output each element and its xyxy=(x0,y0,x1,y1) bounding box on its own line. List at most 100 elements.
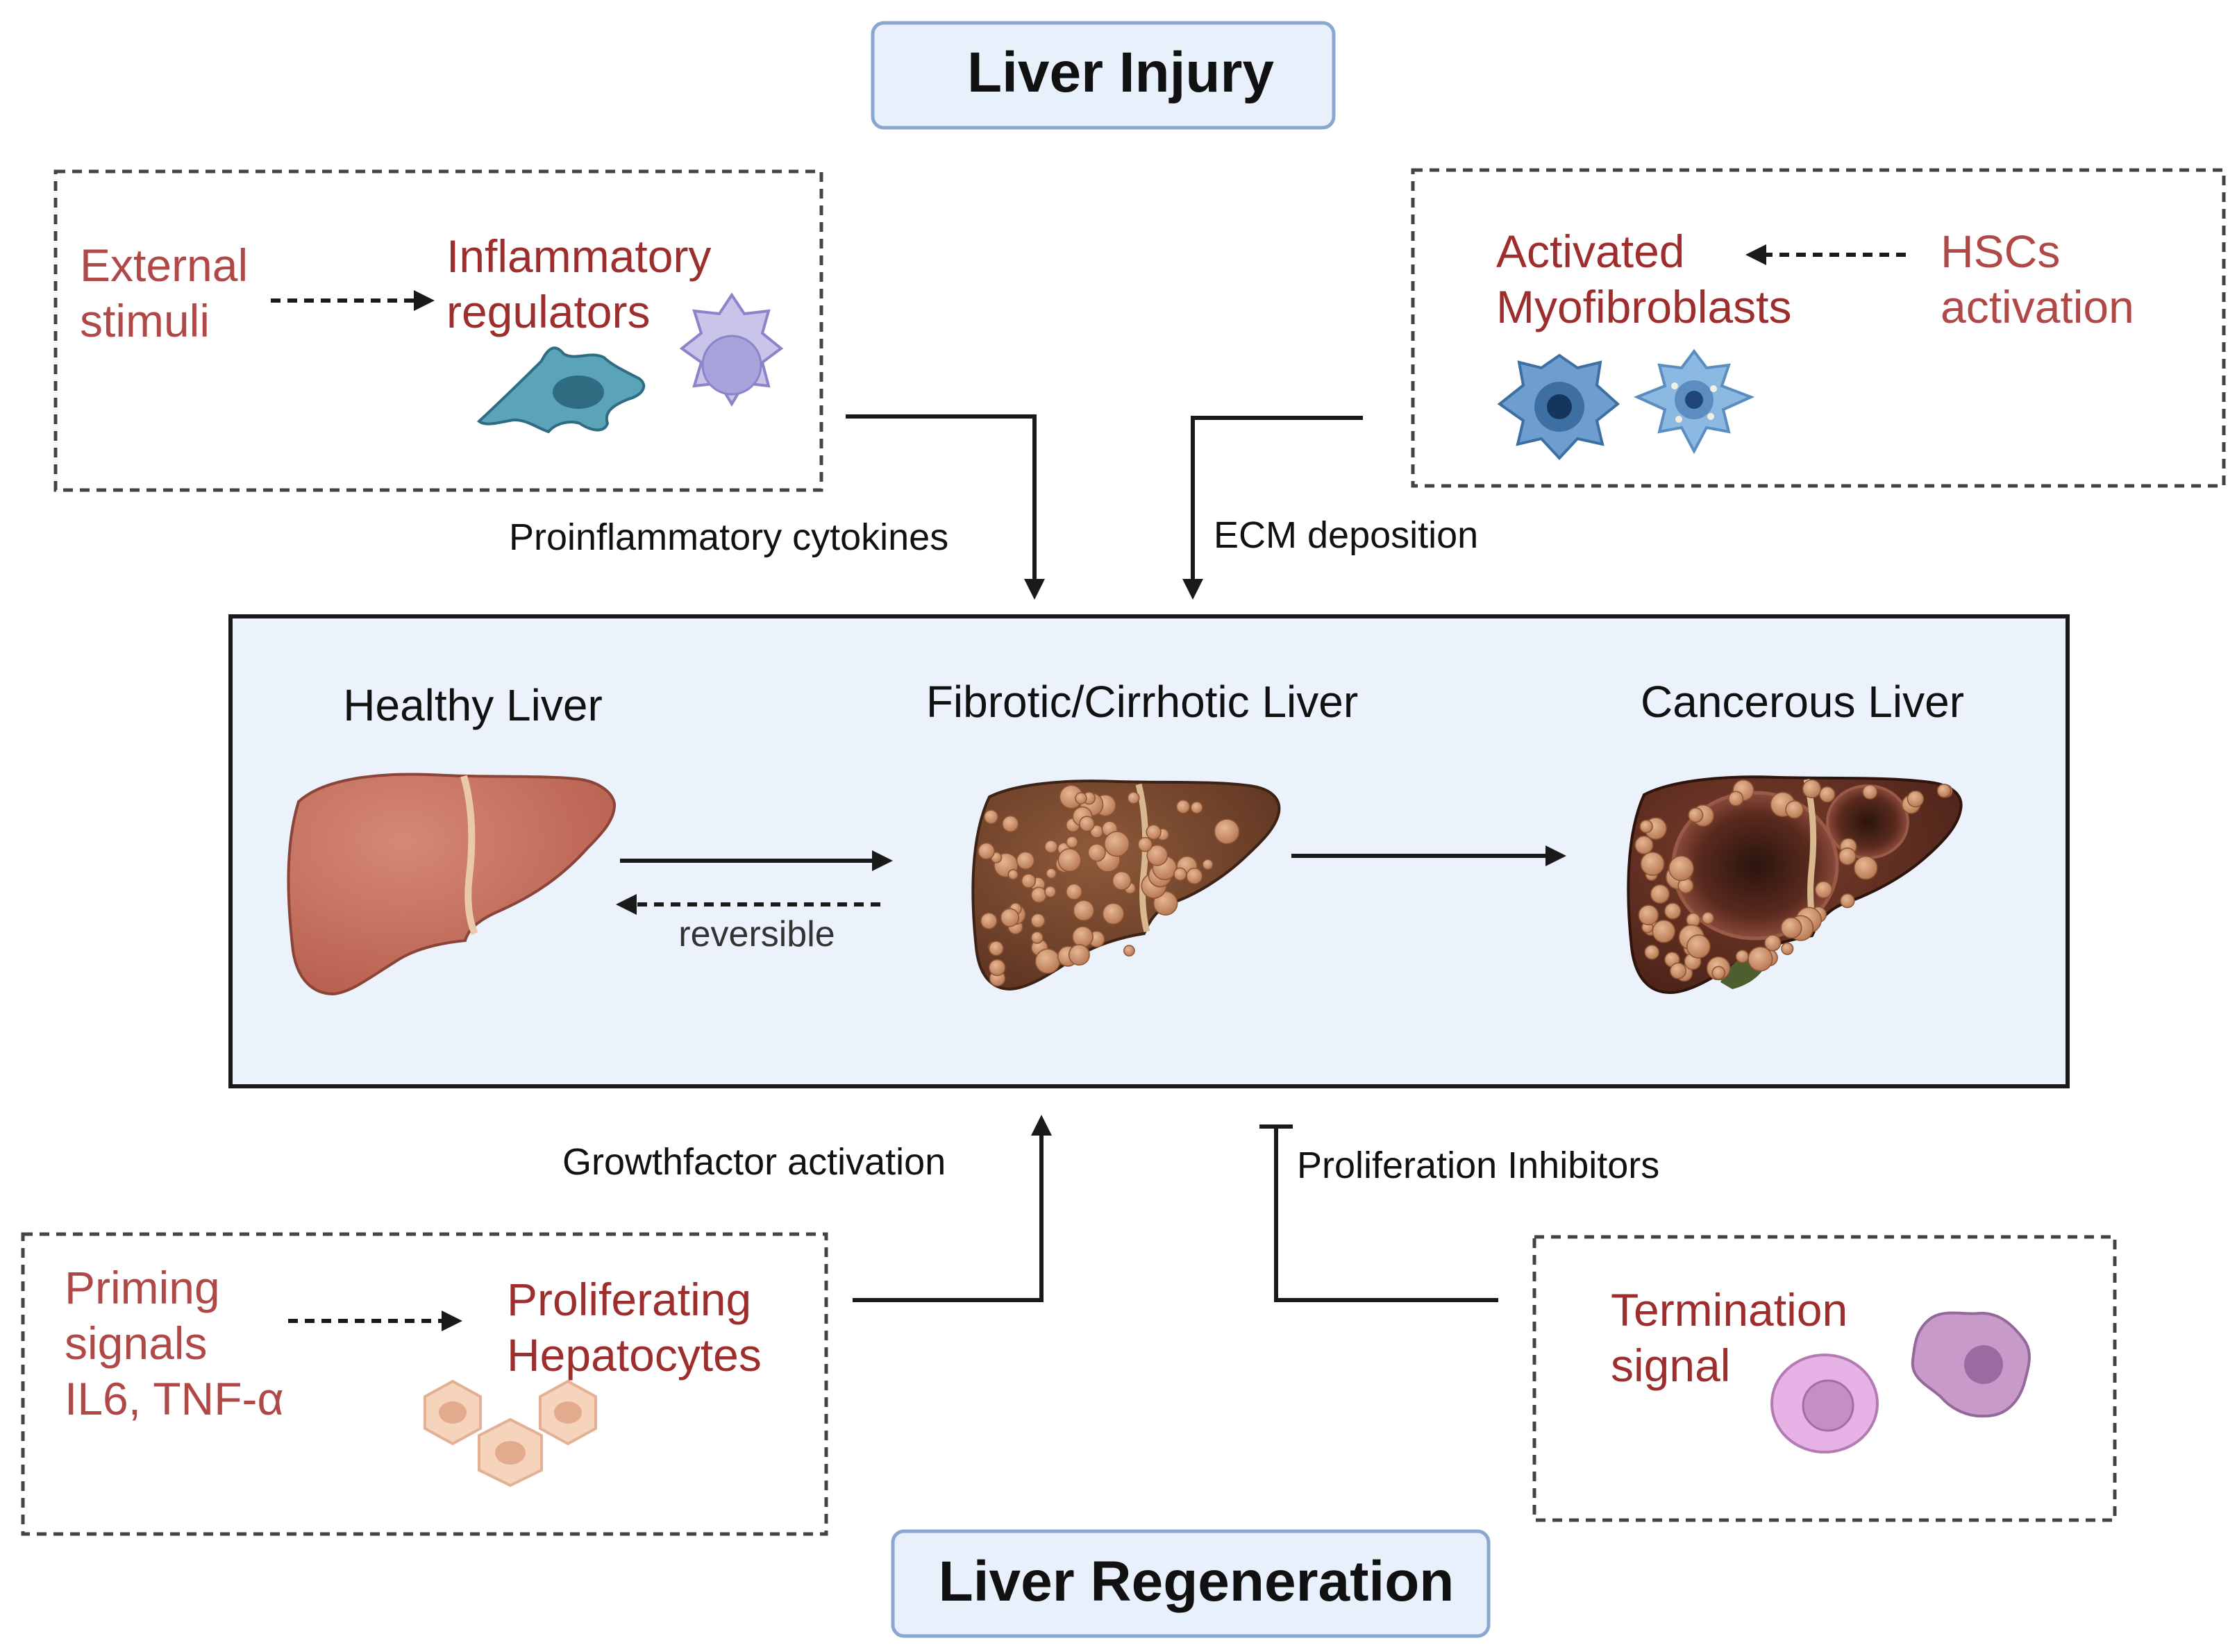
fibrotic-nodules xyxy=(978,784,1240,987)
healthy-liver-title: Healthy Liver xyxy=(343,680,603,730)
liver-nodule xyxy=(1780,917,1802,939)
liver-nodule xyxy=(1079,816,1095,832)
liver-nodule xyxy=(1112,870,1132,891)
liver-nodule xyxy=(1650,884,1670,904)
liver-nodule xyxy=(1030,913,1046,928)
hsc-activation-line-1: HSCs xyxy=(1941,226,2060,277)
inflammatory-regulators-label: Inflammatory regulators xyxy=(446,230,724,337)
liver-nodule xyxy=(983,809,999,825)
liver-nodule xyxy=(1701,911,1714,925)
liver-nodule xyxy=(1065,883,1083,900)
liver-nodule xyxy=(1862,784,1878,800)
liver-nodule xyxy=(988,941,1004,956)
growthfactor-connector: Growthfactor activation xyxy=(562,1115,1052,1302)
liver-injury-title-box: Liver Injury xyxy=(871,21,1336,130)
termination-signal-line-1: Termination xyxy=(1611,1284,1848,1335)
liver-nodule xyxy=(988,959,1006,977)
liver-nodule xyxy=(1044,885,1057,898)
inflammatory-regulators-line-2: regulators xyxy=(446,286,651,337)
external-stimuli-label: External stimuli xyxy=(80,239,260,346)
liver-nodule xyxy=(1728,791,1744,807)
liver-nodule xyxy=(1173,867,1187,882)
inhibitor-connector: Proliferation Inhibitors xyxy=(1259,1124,1659,1302)
priming-signals-line-1: Priming xyxy=(65,1262,220,1313)
termination-signal-label: Termination signal xyxy=(1611,1284,1861,1391)
macrophage-cell-icon xyxy=(476,346,646,434)
liver-nodule xyxy=(1202,859,1214,870)
liver-nodule xyxy=(1688,807,1704,823)
liver-nodule xyxy=(1175,799,1191,814)
proliferating-hepatocytes-line-2: Hepatocytes xyxy=(507,1329,762,1381)
stellate-cell-icon xyxy=(1633,348,1755,455)
liver-nodule xyxy=(1639,819,1653,834)
liver-nodule xyxy=(1057,848,1082,873)
liver-nodule xyxy=(1104,831,1130,857)
liver-nodule xyxy=(1669,962,1687,979)
liver-nodule xyxy=(1072,926,1094,947)
liver-nodule xyxy=(1214,818,1240,845)
liver-nodule xyxy=(1030,931,1044,944)
irregular-cell-icon xyxy=(1911,1311,2031,1418)
hsc-activation-label: HSCs activation xyxy=(1941,226,2134,332)
ecm-connector: ECM deposition xyxy=(1182,416,1478,600)
round-cell-icon xyxy=(1770,1354,1879,1453)
growthfactor-label: Growthfactor activation xyxy=(562,1141,946,1183)
liver-nodule xyxy=(1068,944,1090,966)
myofibroblast-box: Activated Myofibroblasts HSCs activation xyxy=(1411,168,2226,488)
liver-nodule xyxy=(1137,836,1153,852)
dendritic-cell-icon xyxy=(679,292,784,407)
liver-regeneration-title-box: Liver Regeneration xyxy=(891,1529,1491,1638)
fibrotic-liver-icon xyxy=(971,779,1281,991)
external-stimuli-line-2: stimuli xyxy=(80,295,210,346)
liver-nodule xyxy=(1638,904,1659,926)
liver-nodule xyxy=(1087,843,1106,862)
liver-injury-title: Liver Injury xyxy=(967,41,1274,104)
liver-nodule xyxy=(1034,948,1061,974)
liver-nodule xyxy=(1146,824,1162,840)
liver-nodule xyxy=(1073,900,1095,922)
liver-nodule xyxy=(1668,855,1694,882)
liver-nodule xyxy=(1002,815,1019,833)
liver-nodule xyxy=(1146,844,1168,866)
external-stimuli-line-1: External xyxy=(80,239,248,291)
reversible-label: reversible xyxy=(678,914,835,954)
hepatocyte-box: Priming signals IL6, TNF-α Proliferating… xyxy=(21,1232,828,1536)
liver-nodule xyxy=(1711,966,1726,980)
liver-nodule xyxy=(1735,950,1750,963)
liver-nodule xyxy=(1818,786,1836,803)
liver-nodule xyxy=(1854,856,1878,880)
liver-nodule xyxy=(1781,942,1794,955)
liver-nodule xyxy=(1075,792,1087,804)
activated-myofibroblasts-line-1: Activated xyxy=(1496,226,1684,277)
liver-nodule xyxy=(1021,873,1037,888)
liver-nodule xyxy=(1644,944,1660,960)
liver-nodule xyxy=(1102,902,1125,925)
inhibitors-label: Proliferation Inhibitors xyxy=(1297,1145,1659,1186)
liver-nodule xyxy=(1640,851,1665,876)
liver-nodule xyxy=(1127,791,1140,804)
liver-nodule xyxy=(1802,779,1822,799)
liver-nodule xyxy=(1686,934,1711,959)
liver-nodule xyxy=(1007,869,1019,880)
liver-nodule xyxy=(1764,934,1782,952)
cancerous-liver-title: Cancerous Liver xyxy=(1641,677,1964,727)
liver-nodule xyxy=(1000,908,1020,927)
cancerous-nodules xyxy=(1634,779,1953,982)
liver-nodule xyxy=(1652,920,1676,943)
proliferating-hepatocytes-label: Proliferating Hepatocytes xyxy=(507,1274,764,1381)
proliferating-hepatocytes-line-1: Proliferating xyxy=(507,1274,751,1325)
activated-myofibroblasts-line-2: Myofibroblasts xyxy=(1496,281,1792,332)
priming-signals-line-3: IL6, TNF-α xyxy=(65,1373,284,1424)
liver-nodule xyxy=(1634,835,1654,854)
priming-signals-line-2: signals xyxy=(65,1317,207,1369)
myofibroblast-cell-icon xyxy=(1497,353,1620,460)
fibrotic-liver-title: Fibrotic/Cirrhotic Liver xyxy=(926,677,1358,727)
liver-nodule xyxy=(1190,801,1203,814)
liver-regeneration-title: Liver Regeneration xyxy=(939,1550,1455,1613)
priming-signals-label: Priming signals IL6, TNF-α xyxy=(65,1262,284,1424)
hepatocyte-cluster-icon xyxy=(424,1379,597,1487)
liver-nodule xyxy=(1664,902,1682,920)
liver-nodule xyxy=(1066,836,1079,849)
